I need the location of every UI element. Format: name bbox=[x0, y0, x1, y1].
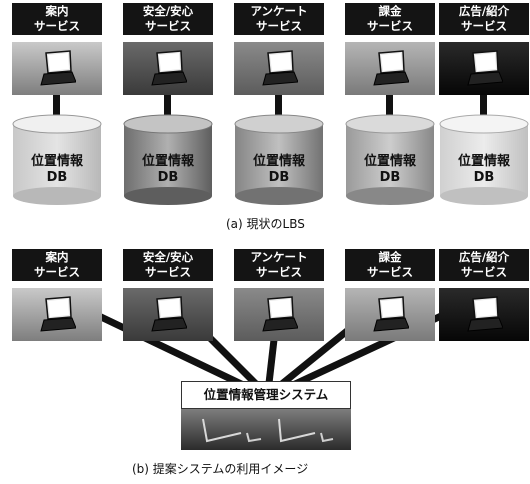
laptop-icon bbox=[40, 50, 76, 86]
top-service-ad-box bbox=[439, 42, 529, 95]
database-cylinder-icon bbox=[12, 114, 102, 205]
laptop-icon bbox=[467, 296, 503, 332]
database-cylinder-icon bbox=[123, 114, 213, 205]
laptop-icon bbox=[262, 296, 298, 332]
db-label: 位置情報 DB bbox=[252, 154, 305, 185]
bottom-service-guide-box bbox=[12, 288, 102, 341]
bottom-service-billing-label: 課金 サービス bbox=[345, 249, 435, 281]
laptop-icon bbox=[151, 296, 187, 332]
laptop-icon bbox=[373, 296, 409, 332]
bottom-service-guide-label: 案内 サービス bbox=[12, 249, 102, 281]
server-icon bbox=[202, 418, 334, 443]
laptop-icon bbox=[151, 50, 187, 86]
connector-line bbox=[275, 95, 282, 127]
caption-proposed-system: (b) 提案システムの利用イメージ bbox=[132, 462, 309, 476]
bottom-service-survey-label: アンケート サービス bbox=[234, 249, 324, 281]
bottom-service-ad-box bbox=[439, 288, 529, 341]
top-service-billing-label: 課金 サービス bbox=[345, 3, 435, 35]
connector-line bbox=[480, 95, 487, 127]
bottom-service-safety-box bbox=[123, 288, 213, 341]
system-base bbox=[181, 409, 351, 450]
connector-line bbox=[386, 95, 393, 127]
bottom-service-safety-label: 安全/安心 サービス bbox=[123, 249, 213, 281]
connector-line bbox=[164, 95, 171, 127]
db-label: 位置情報 DB bbox=[363, 154, 416, 185]
top-service-safety-label: 安全/安心 サービス bbox=[123, 3, 213, 35]
db-label: 位置情報 DB bbox=[457, 154, 510, 185]
top-service-survey-label: アンケート サービス bbox=[234, 3, 324, 35]
laptop-icon bbox=[467, 50, 503, 86]
caption-current-lbs: (a) 現状のLBS bbox=[226, 217, 305, 231]
bottom-service-survey-box bbox=[234, 288, 324, 341]
laptop-icon bbox=[262, 50, 298, 86]
system-title: 位置情報管理システム bbox=[181, 381, 351, 409]
laptop-icon bbox=[373, 50, 409, 86]
database-cylinder-icon bbox=[439, 114, 529, 205]
top-service-safety-box bbox=[123, 42, 213, 95]
top-service-survey-box bbox=[234, 42, 324, 95]
top-service-ad-label: 広告/紹介 サービス bbox=[439, 3, 529, 35]
top-service-billing-box bbox=[345, 42, 435, 95]
database-cylinder-icon bbox=[345, 114, 435, 205]
laptop-icon bbox=[40, 296, 76, 332]
database-cylinder-icon bbox=[234, 114, 324, 205]
bottom-service-billing-box bbox=[345, 288, 435, 341]
db-label: 位置情報 DB bbox=[30, 154, 83, 185]
bottom-service-ad-label: 広告/紹介 サービス bbox=[439, 249, 529, 281]
top-service-guide-box bbox=[12, 42, 102, 95]
location-management-system: 位置情報管理システム bbox=[181, 381, 351, 450]
top-service-guide-label: 案内 サービス bbox=[12, 3, 102, 35]
db-label: 位置情報 DB bbox=[141, 154, 194, 185]
connector-line bbox=[53, 95, 60, 127]
